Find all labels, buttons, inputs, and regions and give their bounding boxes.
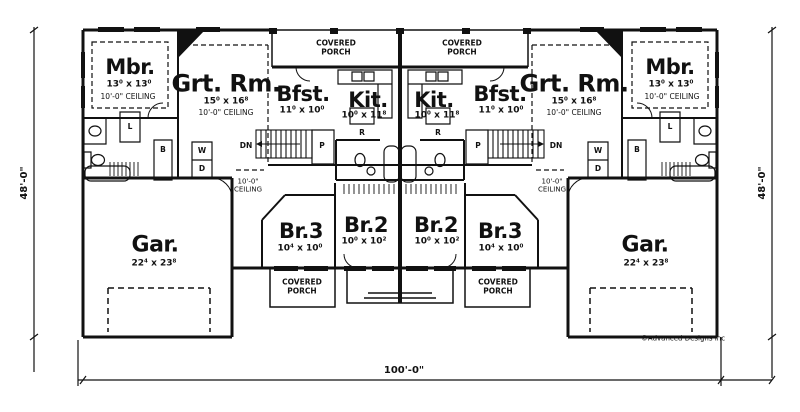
room-label-grtrm-right: Grt. Rm. bbox=[519, 69, 629, 98]
room-label-mbr-left: Mbr. bbox=[105, 54, 155, 79]
linen-closet-left: L bbox=[127, 122, 133, 132]
washer-right: W bbox=[593, 146, 603, 156]
room-label-gar-right: Gar. bbox=[621, 232, 669, 258]
room-label-br2-left: Br.2 bbox=[344, 212, 388, 237]
dashed-ceilings bbox=[91, 41, 709, 171]
garage-doors bbox=[107, 287, 693, 332]
room-size-br3-right: 10⁴ x 10⁰ bbox=[478, 243, 524, 254]
designer-credit: ©Advanced Designs Inc bbox=[640, 334, 726, 343]
dryer-right: D bbox=[594, 164, 602, 174]
room-size-gar-left: 22⁴ x 23⁸ bbox=[131, 258, 177, 269]
room-size-grtrm-right: 15⁰ x 16⁸ bbox=[551, 96, 597, 107]
room-ceiling-grtrm-left: 10'-0" CEILING bbox=[198, 108, 254, 118]
hall-ceiling-right: 10'-0" CEILING bbox=[538, 177, 566, 194]
room-ceiling-mbr-right: 10'-0" CEILING bbox=[644, 92, 700, 102]
room-label-br3-right: Br.3 bbox=[478, 218, 522, 243]
refrigerator-left: R bbox=[359, 128, 365, 138]
room-label-kit-right: Kit. bbox=[414, 87, 454, 112]
stairs-dn-left: DN bbox=[239, 141, 253, 151]
room-ceiling-mbr-left: 10'-0" CEILING bbox=[100, 92, 156, 102]
bench-right: B bbox=[634, 145, 640, 155]
room-label-mbr-right: Mbr. bbox=[645, 54, 695, 79]
pantry-right: P bbox=[475, 141, 481, 151]
room-label-bfst-right: Bfst. bbox=[473, 81, 527, 106]
room-label-kit-left: Kit. bbox=[348, 87, 388, 112]
stairs-dn-right: DN bbox=[549, 141, 563, 151]
room-size-br2-left: 10⁰ x 10² bbox=[341, 236, 387, 247]
room-label-gar-left: Gar. bbox=[131, 232, 179, 258]
room-label-br3-left: Br.3 bbox=[279, 218, 323, 243]
door-swings bbox=[147, 66, 653, 269]
room-size-bfst-right: 11⁰ x 10⁰ bbox=[478, 105, 524, 116]
room-size-br3-left: 10⁴ x 10⁰ bbox=[277, 243, 323, 254]
dimension-right: 48'-0" bbox=[756, 166, 768, 200]
interior-walls bbox=[83, 30, 717, 268]
dimension-lines bbox=[29, 26, 777, 386]
covered-porch-top-left: COVERED PORCH bbox=[316, 38, 356, 56]
room-size-mbr-left: 13⁰ x 13⁰ bbox=[106, 79, 152, 90]
room-label-grtrm-left: Grt. Rm. bbox=[171, 69, 281, 98]
refrigerator-right: R bbox=[435, 128, 441, 138]
room-label-bfst-left: Bfst. bbox=[276, 81, 330, 106]
casework bbox=[119, 69, 681, 181]
room-size-br2-right: 10⁰ x 10² bbox=[414, 236, 460, 247]
room-ceiling-grtrm-right: 10'-0" CEILING bbox=[546, 108, 602, 118]
linen-closet-right: L bbox=[667, 122, 673, 132]
hall-ceiling-left: 10'-0" CEILING bbox=[234, 177, 262, 194]
room-size-kit-left: 10⁰ x 11⁸ bbox=[341, 110, 387, 121]
room-label-br2-right: Br.2 bbox=[414, 212, 458, 237]
washer-left: W bbox=[197, 146, 207, 156]
room-size-gar-right: 22⁴ x 23⁸ bbox=[623, 258, 669, 269]
room-size-kit-right: 10⁰ x 11⁸ bbox=[414, 110, 460, 121]
covered-porch-bottom-right: COVERED PORCH bbox=[478, 277, 518, 295]
dimension-left: 48'-0" bbox=[18, 166, 30, 200]
closet-hatching bbox=[109, 162, 691, 194]
room-size-mbr-right: 13⁰ x 13⁰ bbox=[648, 79, 694, 90]
stairs-right bbox=[487, 129, 545, 159]
bench-left: B bbox=[160, 145, 166, 155]
covered-porch-bottom-left: COVERED PORCH bbox=[282, 277, 322, 295]
windows bbox=[81, 27, 719, 271]
room-size-grtrm-left: 15⁰ x 16⁸ bbox=[203, 96, 249, 107]
stairs-left bbox=[255, 129, 313, 159]
room-size-bfst-left: 11⁰ x 10⁰ bbox=[279, 105, 325, 116]
dimension-bottom: 100'-0" bbox=[383, 364, 425, 376]
dryer-left: D bbox=[198, 164, 206, 174]
pantry-left: P bbox=[319, 141, 325, 151]
covered-porch-top-right: COVERED PORCH bbox=[442, 38, 482, 56]
